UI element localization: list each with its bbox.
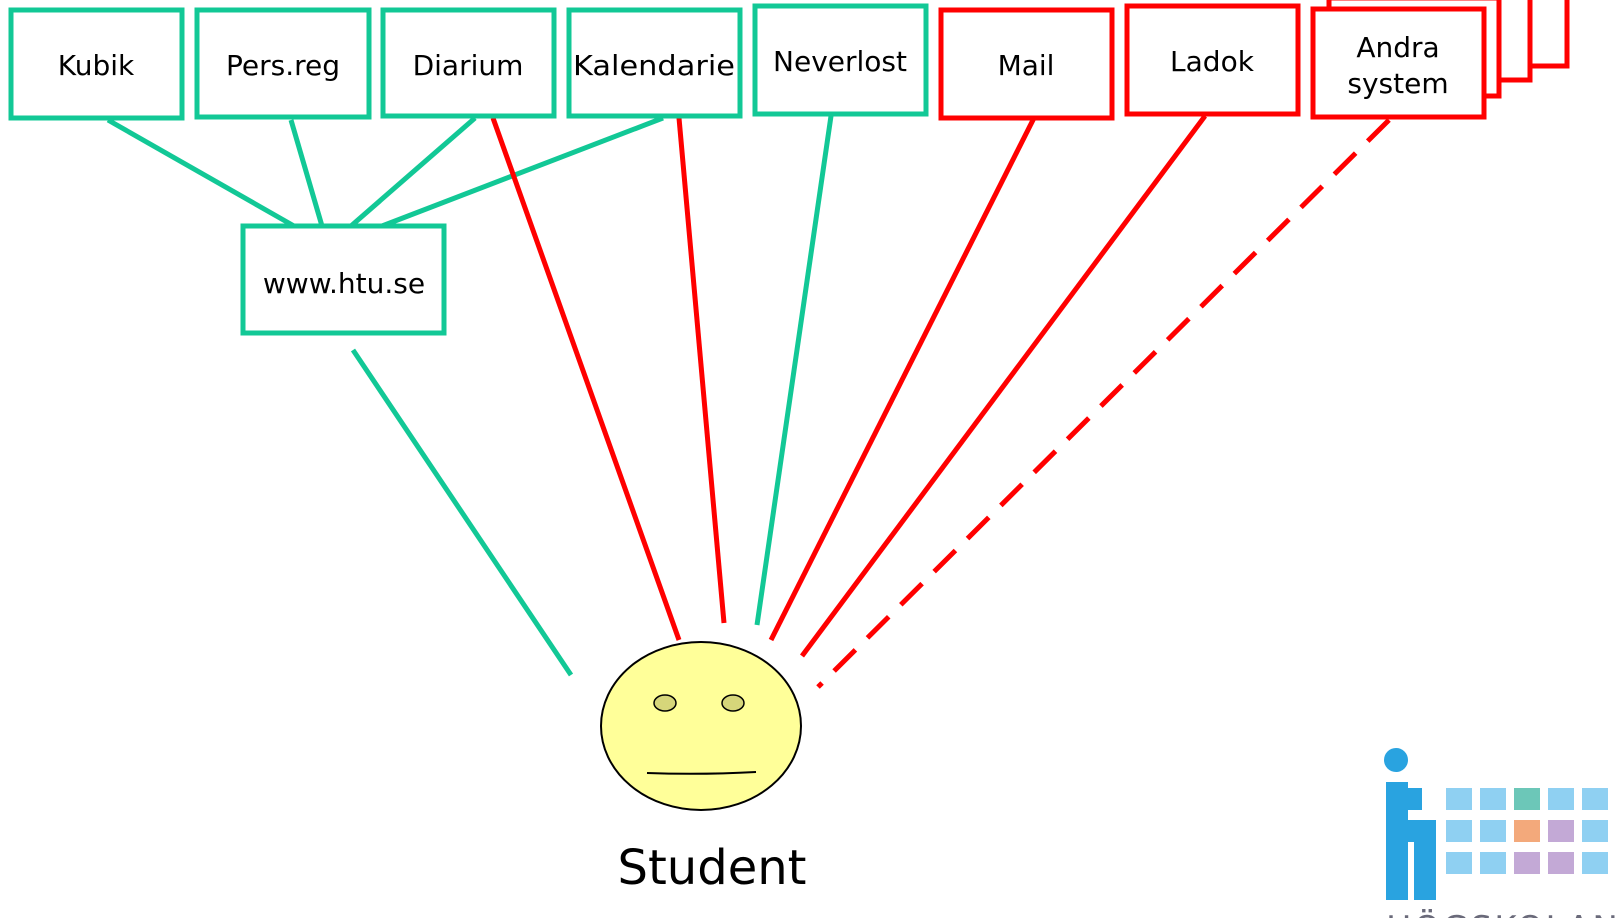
persreg-box: [194, 7, 372, 120]
connector-portal-to-student: [350, 348, 574, 677]
persreg-label: Pers.reg: [226, 49, 340, 82]
ladok-box: [1124, 3, 1301, 117]
logo-letter-h-top: [1408, 788, 1422, 810]
logo-tile: [1548, 820, 1574, 842]
system-labels: Kubik Pers.reg Diarium Kalendarie Neverl…: [58, 31, 1449, 300]
mail-label: Mail: [998, 49, 1055, 82]
logo-tile: [1446, 788, 1472, 810]
logo-letter-h-stem: [1386, 782, 1408, 900]
system-boxes: [8, 3, 1487, 336]
connections: [106, 114, 1391, 689]
logo-tile: [1582, 852, 1608, 874]
neverlost-label: Neverlost: [773, 45, 907, 78]
neverlost-box: [752, 3, 929, 117]
logo-tile: [1514, 788, 1540, 810]
logo-tile: [1582, 820, 1608, 842]
portal-box: [240, 223, 447, 336]
mail-box: [938, 7, 1115, 121]
connector-persreg-to-portal: [288, 119, 325, 227]
kubik-label: Kubik: [58, 49, 135, 82]
logo-letter-h-leg: [1414, 842, 1436, 900]
face-head: [600, 641, 802, 811]
connector-andra-system-to-student: [816, 118, 1391, 689]
portal-label: www.htu.se: [263, 267, 425, 300]
logo-wordmark: HÖGSKOLAN: [1386, 908, 1619, 918]
andra-system-box: [1310, 6, 1487, 120]
andra-system-label-line2: system: [1347, 67, 1448, 100]
logo-tile: [1480, 852, 1506, 874]
student-face: [600, 641, 802, 811]
ladok-label: Ladok: [1170, 45, 1255, 78]
logo-letter-h-arm: [1408, 820, 1436, 842]
kalendarie-label: Kalendarie: [573, 49, 735, 82]
logo-tile: [1480, 788, 1506, 810]
right-eye: [721, 694, 745, 712]
connector-mail-to-student: [768, 116, 1037, 642]
diarium-label: Diarium: [413, 49, 524, 82]
logo-tile: [1446, 852, 1472, 874]
student-label: Student: [618, 840, 807, 896]
kalendarie-box: [566, 7, 743, 119]
logo-tile: [1514, 820, 1540, 842]
diarium-box: [380, 7, 557, 119]
connector-ladok-to-student: [799, 114, 1208, 658]
logo-tile: [1514, 852, 1540, 874]
connector-diarium-to-student: [490, 117, 682, 641]
left-eye: [653, 694, 677, 712]
logo-tile: [1548, 788, 1574, 810]
mouth: [646, 771, 757, 775]
logo-tile: [1582, 788, 1608, 810]
connector-kalendarie-to-student: [676, 117, 727, 624]
andra-system-label-line1: Andra: [1356, 31, 1439, 64]
connector-diarium-to-portal: [349, 116, 477, 228]
connector-kalendarie-to-portal: [381, 115, 664, 229]
connector-kubik-to-portal: [106, 117, 296, 229]
logo-dot: [1384, 748, 1408, 772]
kubik-box: [8, 7, 185, 121]
university-logo: HÖGSKOLAN: [1384, 748, 1619, 918]
logo-tile: [1480, 820, 1506, 842]
connector-neverlost-to-student: [754, 115, 834, 626]
logo-tile: [1548, 852, 1574, 874]
logo-tile: [1446, 820, 1472, 842]
